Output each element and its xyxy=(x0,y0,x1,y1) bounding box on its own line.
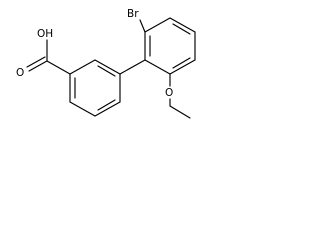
bond xyxy=(169,17,196,33)
double-bond-inner xyxy=(97,99,116,111)
biaryl-bond xyxy=(119,59,146,75)
bond xyxy=(69,101,96,117)
double-bond xyxy=(28,60,48,72)
double-bond-inner xyxy=(172,23,191,35)
carboxyl-group: OH O xyxy=(16,28,71,79)
bond xyxy=(94,101,121,117)
double-bond-inner xyxy=(172,57,191,69)
bond xyxy=(144,59,171,75)
bond xyxy=(139,19,146,33)
benzoic-acid-ring xyxy=(69,59,121,117)
bond xyxy=(94,59,121,75)
molecule-diagram: OH O Br O xyxy=(16,8,196,119)
double-bond xyxy=(26,56,46,68)
hydroxyl-label: OH xyxy=(37,28,53,40)
bromo-methoxy-ring xyxy=(144,17,196,75)
carbonyl-oxygen-label: O xyxy=(16,67,24,79)
ether-oxygen-label: O xyxy=(165,87,173,99)
methyl-bond xyxy=(169,105,191,119)
bond xyxy=(46,60,71,75)
bond xyxy=(144,17,171,33)
bond xyxy=(169,59,196,75)
bond xyxy=(69,59,96,75)
double-bond-inner xyxy=(97,65,116,77)
bromine-label: Br xyxy=(127,8,139,20)
